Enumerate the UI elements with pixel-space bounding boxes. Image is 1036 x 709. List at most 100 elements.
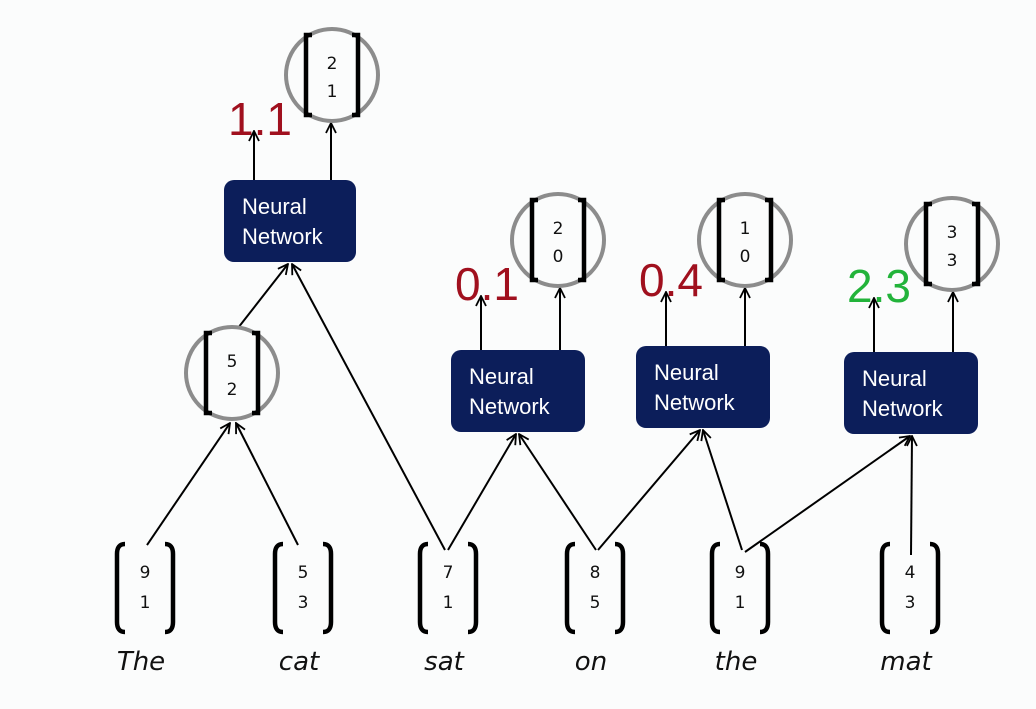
- word-vector: 71: [417, 541, 479, 635]
- neural-network-box: [451, 350, 585, 432]
- left-bracket: [417, 541, 429, 635]
- neural-network-box: [224, 180, 356, 262]
- output-vector-circle: 10: [697, 192, 793, 288]
- vector-value: 1: [735, 593, 746, 613]
- word-label: mat: [880, 647, 932, 677]
- neural-network-label: Network: [654, 390, 736, 415]
- vector-value: 9: [735, 563, 746, 583]
- edge-on-to-nn3: [597, 430, 700, 551]
- left-bracket: [114, 541, 126, 635]
- right-bracket: [467, 541, 479, 635]
- neural-network-label: Neural: [469, 364, 534, 389]
- left-bracket: [203, 330, 212, 416]
- vector-value: 3: [905, 593, 916, 613]
- edge-cat-to-intermediate: [236, 423, 299, 546]
- output-vector-circle: 33: [904, 196, 1000, 292]
- word-vector: 85: [564, 541, 626, 635]
- right-bracket: [759, 541, 771, 635]
- right-bracket: [614, 541, 626, 635]
- left-bracket: [709, 541, 721, 635]
- right-bracket: [352, 32, 361, 118]
- vector-value: 3: [298, 593, 309, 613]
- left-bracket: [529, 197, 538, 283]
- highlight-circle: [697, 192, 793, 288]
- vector-value: 5: [227, 352, 238, 372]
- vector-value: 5: [298, 563, 309, 583]
- neural-network-label: Neural: [242, 194, 307, 219]
- right-bracket: [765, 197, 774, 283]
- output-vector-circle: 21: [284, 27, 380, 123]
- vector-value: 1: [140, 593, 151, 613]
- right-bracket: [578, 197, 587, 283]
- vector-value: 7: [443, 563, 454, 583]
- left-bracket: [272, 541, 284, 635]
- intermediate-vector: 52: [184, 325, 280, 421]
- neural-network-label: Neural: [654, 360, 719, 385]
- vector-value: 3: [947, 223, 958, 243]
- vector-value: 2: [227, 380, 238, 400]
- left-bracket: [879, 541, 891, 635]
- edge-the-to-nn3: [703, 430, 743, 551]
- neural-network-label: Network: [469, 394, 551, 419]
- intermediate-vector-circle: 52: [184, 325, 280, 421]
- right-bracket: [252, 330, 261, 416]
- vector-value: 2: [327, 54, 338, 74]
- vector-value: 1: [327, 82, 338, 102]
- edge-mat-to-nn4: [911, 436, 912, 556]
- edge-the-to-nn4: [744, 436, 910, 553]
- neural-network-label: Network: [862, 396, 944, 421]
- right-bracket: [164, 541, 176, 635]
- edge-the-to-intermediate: [146, 423, 230, 546]
- edge-on-to-nn2: [519, 434, 597, 551]
- highlight-circle: [904, 196, 1000, 292]
- word-label: on: [575, 647, 607, 677]
- vector-value: 0: [740, 247, 751, 267]
- highlight-circle: [184, 325, 280, 421]
- left-bracket: [303, 32, 312, 118]
- word-vector: 43: [879, 541, 941, 635]
- edge-intermediate-to-nn1: [237, 264, 288, 329]
- left-bracket: [923, 201, 932, 287]
- word-vector: 91: [114, 541, 176, 635]
- highlight-circle: [284, 27, 380, 123]
- left-bracket: [716, 197, 725, 283]
- highlight-circle: [510, 192, 606, 288]
- output-vector-circle: 20: [510, 192, 606, 288]
- neural-network-box: [844, 352, 978, 434]
- vector-value: 4: [905, 563, 916, 583]
- word-label: The: [117, 647, 165, 677]
- neural-network-label: Neural: [862, 366, 927, 391]
- vector-value: 3: [947, 251, 958, 271]
- word-vector: 91: [709, 541, 771, 635]
- word-label: cat: [279, 647, 320, 677]
- right-bracket: [322, 541, 334, 635]
- vector-value: 8: [590, 563, 601, 583]
- score-value: 0.1: [455, 258, 519, 310]
- vector-value: 1: [740, 219, 751, 239]
- edges: [146, 264, 912, 556]
- vector-value: 0: [553, 247, 564, 267]
- vector-value: 2: [553, 219, 564, 239]
- right-bracket: [972, 201, 981, 287]
- neural-network-box: [636, 346, 770, 428]
- left-bracket: [564, 541, 576, 635]
- neural-network-nodes: NeuralNetwork1.121NeuralNetwork0.120Neur…: [224, 27, 1000, 434]
- vector-value: 5: [590, 593, 601, 613]
- score-value: 0.4: [639, 254, 703, 306]
- vector-value: 9: [140, 563, 151, 583]
- word-vector: 53: [272, 541, 334, 635]
- word-label: the: [715, 647, 758, 677]
- edge-sat-to-nn2: [447, 434, 516, 551]
